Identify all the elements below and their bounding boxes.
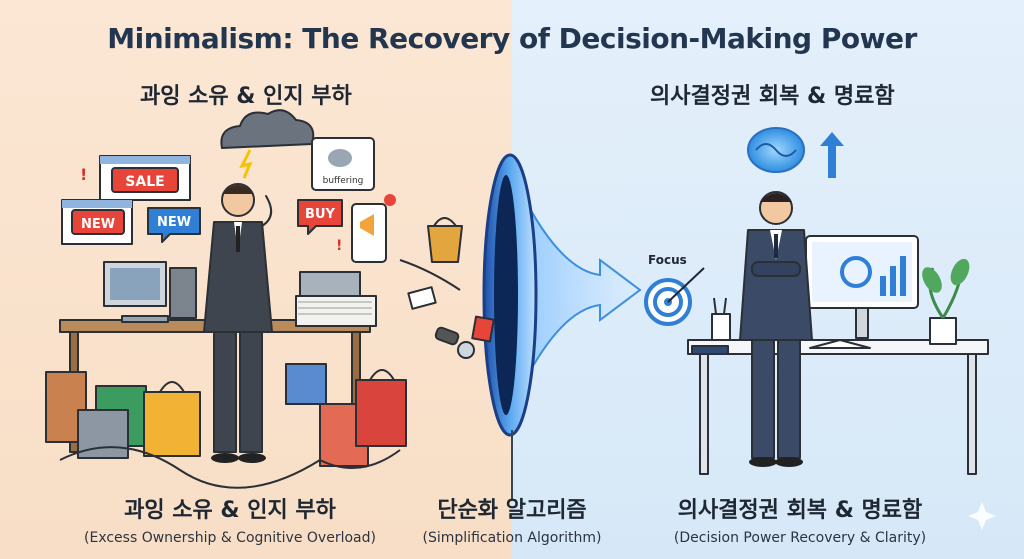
buy-tag: BUY — [305, 207, 335, 222]
storm-cloud-icon — [220, 109, 315, 179]
new-tag-secondary: NEW — [157, 215, 191, 230]
pencil-cup-icon — [711, 297, 731, 341]
page-title: Minimalism: The Recovery of Decision-Mak… — [107, 22, 917, 55]
alert-mark-icon: ! — [336, 238, 342, 254]
alert-mark-icon: ! — [80, 165, 87, 184]
shopping-bags — [45, 363, 407, 467]
focus-target-icon — [644, 267, 705, 326]
sale-popup: SALE — [99, 155, 191, 201]
stressed-businessman — [203, 183, 273, 463]
monitor-growth-chart — [805, 235, 919, 339]
funnel-arrow — [519, 189, 642, 391]
center-caption: 단순화 알고리즘 (Simplification Algorithm) — [402, 492, 622, 546]
clean-desk — [687, 339, 989, 475]
arrow-up-icon — [820, 132, 844, 178]
center-divider — [511, 430, 513, 500]
buy-bubble: BUY — [297, 199, 343, 235]
left-caption: 과잉 소유 & 인지 부하 (Excess Ownership & Cognit… — [40, 492, 420, 546]
right-caption-english: (Decision Power Recovery & Clarity) — [673, 530, 927, 546]
new-bubble: NEW — [147, 207, 201, 243]
brain-glow-icon — [747, 127, 805, 173]
new-tag-primary: NEW — [81, 217, 115, 232]
right-caption-korean: 의사결정권 회복 & 명료함 — [677, 498, 923, 523]
left-caption-english: (Excess Ownership & Cognitive Overload) — [84, 530, 376, 546]
tangled-cables — [59, 446, 401, 489]
right-heading: 의사결정권 회복 & 명료함 — [650, 84, 895, 109]
center-caption-korean: 단순화 알고리즘 — [437, 498, 587, 523]
left-heading: 과잉 소유 & 인지 부하 — [140, 84, 352, 109]
plant-icon — [922, 258, 970, 345]
phone-alert-icon — [351, 194, 396, 263]
sparkle-icon — [968, 502, 996, 530]
right-caption: 의사결정권 회복 & 명료함 (Decision Power Recovery … — [620, 492, 980, 546]
new-popup: NEW — [61, 199, 133, 245]
buffering-label: buffering — [323, 176, 364, 186]
buffering-popup: buffering — [311, 137, 375, 191]
flying-items — [399, 217, 495, 359]
left-caption-korean: 과잉 소유 & 인지 부하 — [124, 498, 336, 523]
sale-tag: SALE — [125, 174, 164, 190]
focus-label: Focus — [648, 253, 687, 267]
old-computer — [103, 261, 197, 323]
laptop-stack — [295, 271, 377, 327]
portal-ring — [482, 153, 538, 437]
center-caption-english: (Simplification Algorithm) — [422, 530, 602, 546]
confident-businessman — [739, 191, 813, 467]
